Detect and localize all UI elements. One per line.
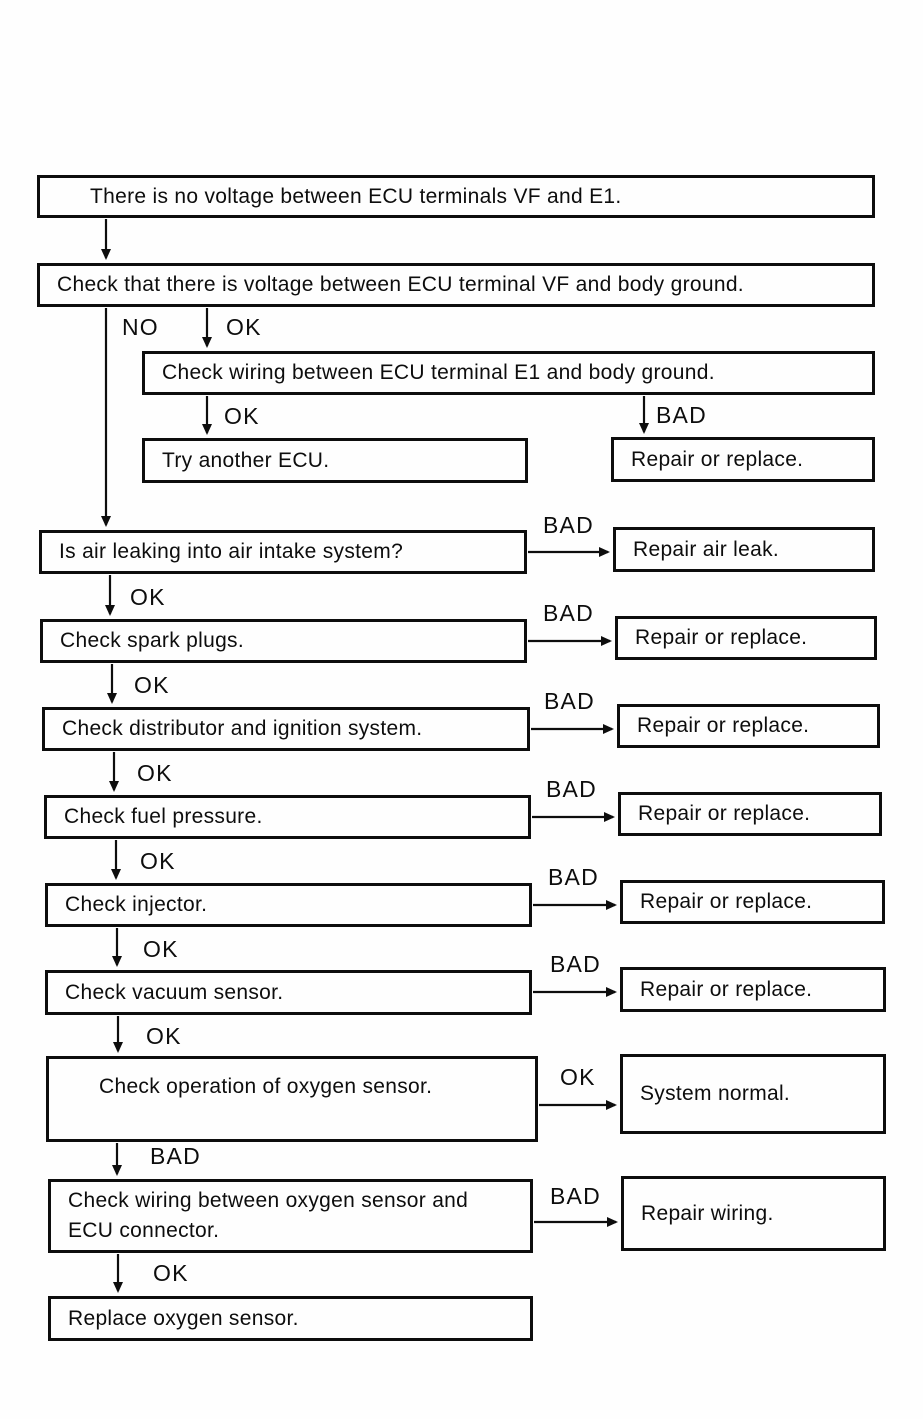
node-repair-or-replace-spark-text: Repair or replace. — [635, 626, 808, 650]
label-bad-air-leak: BAD — [543, 512, 594, 538]
node-repair-or-replace-vacuum: Repair or replace. — [620, 967, 886, 1012]
node-check-air-leak: Is air leaking into air intake system? — [39, 530, 527, 574]
node-replace-oxygen-sensor-text: Replace oxygen sensor. — [68, 1306, 299, 1330]
node-repair-or-replace-fuel: Repair or replace. — [618, 792, 882, 836]
node-repair-or-replace-injector: Repair or replace. — [620, 880, 885, 924]
label-ok-injector: OK — [143, 936, 179, 962]
label-ok-e1-wiring: OK — [224, 403, 260, 429]
node-repair-or-replace-fuel-text: Repair or replace. — [638, 802, 811, 826]
label-bad-distributor: BAD — [544, 688, 595, 714]
node-repair-or-replace-injector-text: Repair or replace. — [640, 890, 813, 914]
node-check-oxygen-wiring-text: Check wiring between oxygen sensor and E… — [68, 1189, 469, 1242]
node-check-spark-plugs: Check spark plugs. — [40, 619, 527, 663]
node-check-e1-wiring: Check wiring between ECU terminal E1 and… — [142, 351, 875, 395]
label-bad-fuel: BAD — [546, 776, 597, 802]
node-check-vacuum-sensor: Check vacuum sensor. — [45, 970, 532, 1015]
node-repair-or-replace-distributor-text: Repair or replace. — [637, 714, 810, 738]
node-replace-oxygen-sensor: Replace oxygen sensor. — [48, 1296, 533, 1341]
node-system-normal-text: System normal. — [640, 1082, 791, 1106]
label-ok-vf-ground: OK — [226, 314, 262, 340]
label-bad-vacuum: BAD — [550, 951, 601, 977]
node-system-normal: System normal. — [620, 1054, 886, 1134]
node-check-fuel-pressure-text: Check fuel pressure. — [64, 805, 263, 829]
node-check-injector: Check injector. — [45, 883, 532, 927]
label-bad-e1-wiring: BAD — [656, 402, 707, 428]
node-repair-air-leak: Repair air leak. — [613, 527, 875, 572]
node-check-injector-text: Check injector. — [65, 893, 208, 917]
node-check-air-leak-text: Is air leaking into air intake system? — [59, 540, 404, 564]
label-ok-oxygen-wiring: OK — [153, 1260, 189, 1286]
label-no-vf-ground: NO — [122, 314, 159, 340]
node-check-vacuum-sensor-text: Check vacuum sensor. — [65, 980, 284, 1004]
node-check-e1-wiring-text: Check wiring between ECU terminal E1 and… — [162, 361, 715, 385]
label-bad-oxygen-sensor: BAD — [150, 1143, 201, 1169]
node-repair-or-replace-spark: Repair or replace. — [615, 616, 877, 660]
node-repair-or-replace-e1-text: Repair or replace. — [631, 447, 804, 471]
label-bad-spark: BAD — [543, 600, 594, 626]
node-check-oxygen-wiring: Check wiring between oxygen sensor and E… — [48, 1179, 533, 1253]
node-repair-or-replace-distributor: Repair or replace. — [617, 704, 880, 748]
node-try-another-ecu: Try another ECU. — [142, 438, 528, 483]
node-repair-wiring-text: Repair wiring. — [641, 1201, 774, 1225]
node-repair-or-replace-vacuum-text: Repair or replace. — [640, 977, 813, 1001]
node-check-vf-body-ground-text: Check that there is voltage between ECU … — [57, 273, 744, 297]
label-ok-fuel: OK — [140, 848, 176, 874]
node-repair-air-leak-text: Repair air leak. — [633, 537, 780, 561]
node-check-oxygen-sensor: Check operation of oxygen sensor. — [46, 1056, 538, 1142]
node-repair-wiring: Repair wiring. — [621, 1176, 886, 1251]
node-check-fuel-pressure: Check fuel pressure. — [44, 795, 531, 839]
node-check-oxygen-sensor-text: Check operation of oxygen sensor. — [99, 1075, 433, 1098]
node-start: There is no voltage between ECU terminal… — [37, 175, 875, 218]
label-ok-distributor: OK — [137, 760, 173, 786]
label-bad-injector: BAD — [548, 864, 599, 890]
label-ok-air-leak: OK — [130, 584, 166, 610]
node-check-spark-plugs-text: Check spark plugs. — [60, 629, 244, 653]
label-ok-vacuum: OK — [146, 1023, 182, 1049]
node-try-another-ecu-text: Try another ECU. — [162, 448, 330, 472]
node-check-vf-body-ground: Check that there is voltage between ECU … — [37, 263, 875, 307]
connector-lines — [101, 219, 649, 1293]
label-ok-spark: OK — [134, 672, 170, 698]
node-check-distributor-text: Check distributor and ignition system. — [62, 717, 423, 741]
node-check-distributor: Check distributor and ignition system. — [42, 707, 530, 751]
node-start-text: There is no voltage between ECU terminal… — [90, 184, 622, 208]
node-repair-or-replace-e1: Repair or replace. — [611, 437, 875, 482]
label-ok-oxygen-sensor: OK — [560, 1064, 596, 1090]
label-bad-oxygen-wiring: BAD — [550, 1183, 601, 1209]
